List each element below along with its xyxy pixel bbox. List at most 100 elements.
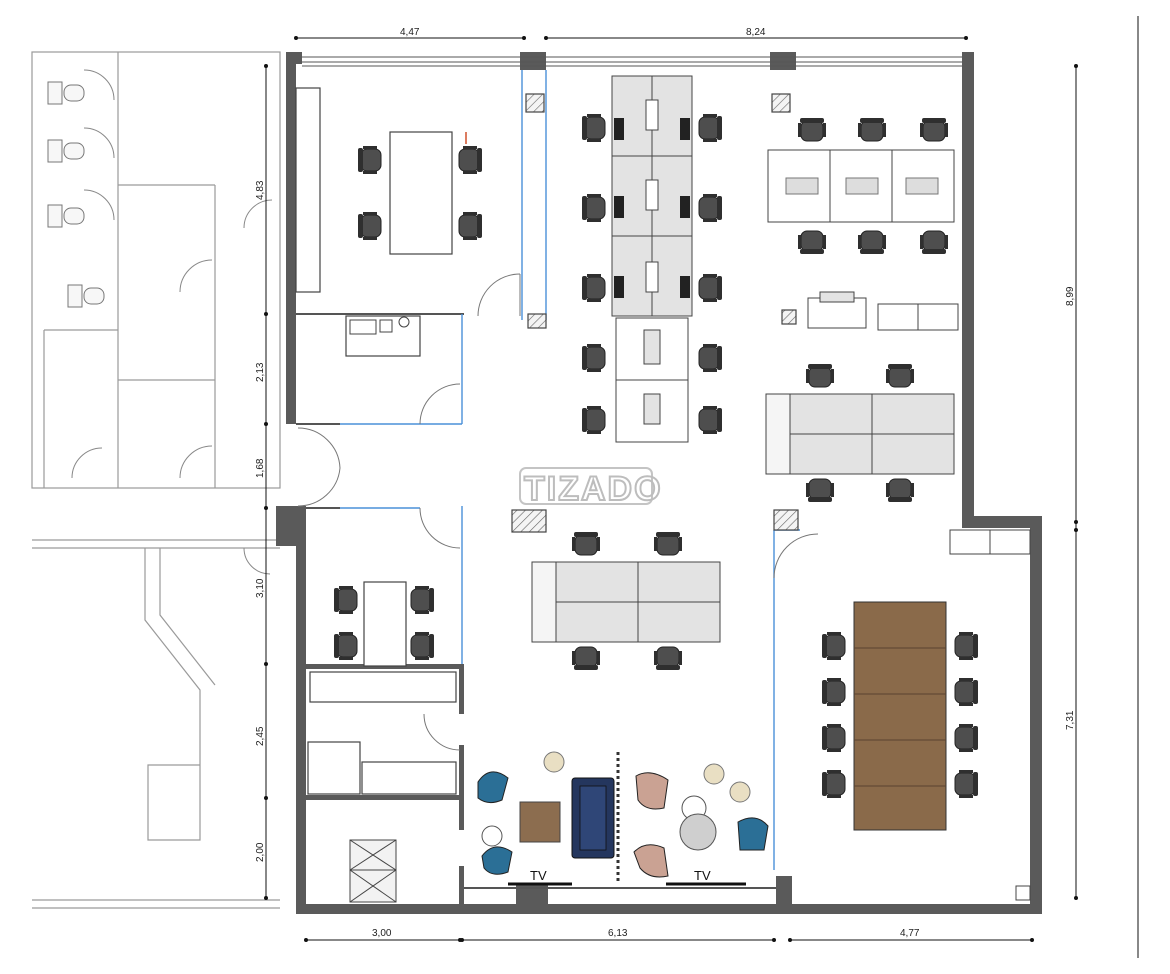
elevator-shaft	[349, 839, 397, 903]
office-chair	[822, 770, 846, 798]
office-chair	[798, 230, 826, 254]
dimension-lines	[265, 16, 1139, 958]
office-chair	[334, 632, 358, 660]
dim-left-3: 1,68	[255, 458, 266, 478]
dim-left-1: 4,83	[255, 180, 266, 200]
chairs-office	[334, 586, 434, 660]
tv-label-right: TV	[694, 868, 711, 883]
office-chair	[822, 632, 846, 660]
office-chair	[886, 364, 914, 388]
boardroom-table	[853, 601, 947, 831]
office-chair	[458, 212, 482, 240]
boardroom-table-seams	[854, 647, 946, 787]
lounge-round-tables	[481, 795, 717, 851]
office-chair	[582, 274, 606, 302]
service-shelf	[361, 761, 457, 795]
lounge-side-table	[519, 801, 561, 843]
service-counter	[307, 741, 361, 795]
office-chair	[698, 274, 722, 302]
office-chair	[698, 406, 722, 434]
office-chair	[806, 364, 834, 388]
office-chair	[886, 478, 914, 502]
office-chair	[582, 194, 606, 222]
office-chair	[334, 586, 358, 614]
office-chair	[582, 406, 606, 434]
dim-top-1: 4,47	[400, 27, 420, 38]
top-window	[302, 56, 962, 67]
office-chair	[358, 212, 382, 240]
chairs-right-top	[798, 118, 948, 254]
office-chair	[954, 632, 978, 660]
office-chair	[822, 724, 846, 752]
office-chair	[410, 586, 434, 614]
dim-bottom-2: 6,13	[608, 928, 628, 939]
office-chair	[458, 146, 482, 174]
dim-top-2: 8,24	[746, 27, 766, 38]
wc-door-swings	[71, 69, 273, 575]
office-chair	[358, 146, 382, 174]
office-chair	[698, 114, 722, 142]
dim-left-4: 3,10	[255, 578, 266, 598]
dim-left-6: 2,00	[255, 842, 266, 862]
central-desk-monitors	[645, 99, 659, 293]
office-chair	[654, 646, 682, 670]
office-chair	[572, 646, 600, 670]
chairs-room1	[358, 146, 482, 240]
dimension-ticks	[264, 36, 1078, 942]
office-chair	[582, 114, 606, 142]
office-chair	[954, 724, 978, 752]
microwave	[349, 319, 377, 335]
storage-cabinets	[877, 303, 959, 331]
boardroom-corner-box	[1015, 885, 1031, 901]
office-chair	[698, 344, 722, 372]
meeting-room-table	[389, 131, 453, 255]
office-chair	[858, 230, 886, 254]
office-chair	[920, 118, 948, 142]
shelving-unit	[295, 87, 321, 293]
chairs-board	[822, 632, 978, 798]
tv-label-left: TV	[530, 868, 547, 883]
coffee-machine	[379, 319, 393, 333]
office-chair	[410, 632, 434, 660]
chairs-right-lower	[806, 364, 914, 502]
chairs-middle	[572, 532, 682, 670]
watermark-frame	[519, 467, 653, 505]
office-chair	[572, 532, 600, 556]
office-chair	[822, 678, 846, 706]
dim-bottom-3: 4,77	[900, 928, 920, 939]
office-chair	[920, 230, 948, 254]
dim-left-2: 2,13	[255, 362, 266, 382]
boardroom-cabinets	[949, 529, 1031, 555]
storage-closet-shelf	[309, 671, 457, 703]
sink	[398, 316, 410, 328]
office-desk	[363, 581, 407, 667]
partitions	[296, 313, 776, 889]
dim-right-2: 7,31	[1065, 710, 1076, 730]
dim-bottom-1: 3,00	[372, 928, 392, 939]
right-lower-island	[765, 393, 955, 475]
watermark-text: TIZADO	[524, 470, 663, 508]
column-shafts	[511, 93, 799, 533]
office-chair	[654, 532, 682, 556]
office-chair	[698, 194, 722, 222]
office-chair	[798, 118, 826, 142]
standing-desks	[615, 317, 689, 443]
middle-island	[531, 561, 721, 643]
printer-counter	[807, 297, 867, 329]
central-desk-pcs	[614, 118, 690, 298]
printer	[819, 291, 855, 303]
office-chair	[954, 770, 978, 798]
lounge-stools	[543, 751, 751, 803]
neighbor-outline	[31, 51, 281, 909]
dim-left-5: 2,45	[255, 726, 266, 746]
lounge-sofa-seat	[579, 785, 607, 851]
dim-right-1: 8,99	[1065, 286, 1076, 306]
office-chair	[954, 678, 978, 706]
office-chair	[858, 118, 886, 142]
office-chair	[582, 344, 606, 372]
door-swings	[297, 273, 819, 751]
lounge-armchairs	[477, 771, 769, 878]
chairs-central	[582, 114, 722, 434]
right-desk-screens	[785, 177, 939, 195]
